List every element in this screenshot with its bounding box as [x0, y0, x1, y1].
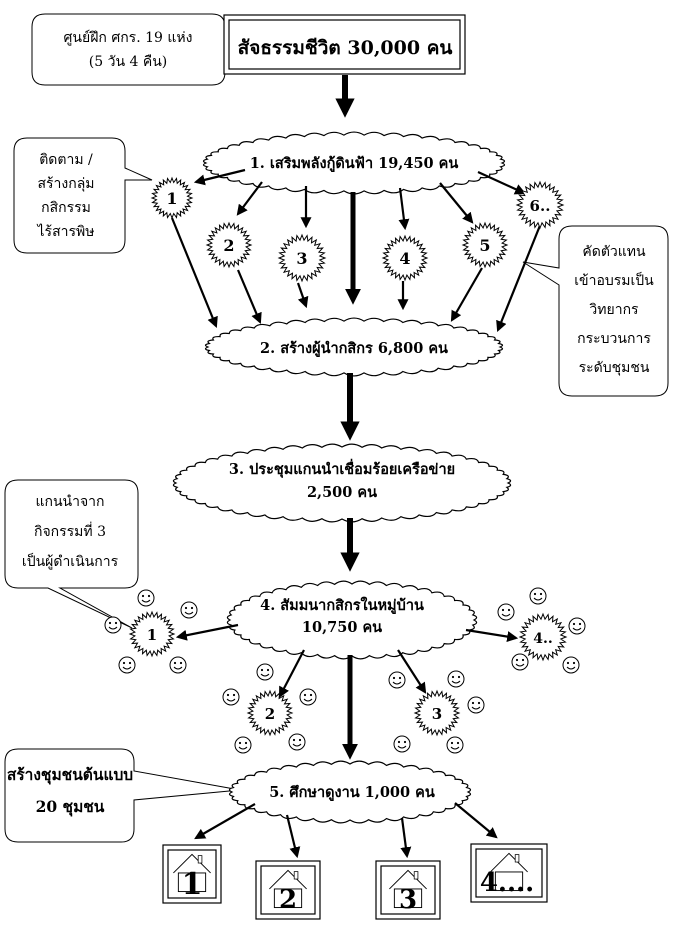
step1-shape	[202, 131, 506, 195]
smiley-icon	[222, 688, 240, 706]
smiley-icon	[447, 670, 465, 688]
house-label-1: 1	[182, 867, 203, 902]
right-note-line3: วิทยากร	[589, 302, 639, 318]
title-box: สัจธรรมชีวิต 30,000 คน	[223, 14, 466, 75]
group-burst-5	[461, 221, 509, 269]
smiley-icon	[288, 733, 306, 751]
group-label-2: 2	[223, 236, 234, 255]
step5-shape	[228, 760, 472, 824]
right-note-line4: กระบวนการ	[577, 331, 651, 347]
left-note-line3: กสิกรรม	[41, 200, 91, 216]
smiley-icon	[393, 735, 411, 753]
house-3: 3	[375, 860, 441, 920]
smiley-icon	[446, 736, 464, 754]
smiley-icon	[388, 671, 406, 689]
step5-text: 5. ศึกษาดูงาน 1,000 คน	[269, 784, 435, 801]
village-burst-4	[518, 612, 568, 662]
group-label-1: 1	[166, 189, 177, 208]
village-label-4: 4..	[533, 631, 553, 647]
step4-node: 4. สัมมนากสิกรในหมู่บ้าน 10,750 คน	[226, 580, 478, 660]
step4-line2: 10,750 คน	[302, 619, 382, 636]
smiley-icon	[299, 688, 317, 706]
step5-node: 5. ศึกษาดูงาน 1,000 คน	[228, 760, 472, 824]
top-callout-line2: (5 วัน 4 คืน)	[89, 54, 167, 70]
group-burst-2	[205, 221, 253, 269]
bottom-note-line2: 20 ชุมชน	[36, 797, 105, 817]
house-label-3: 3	[399, 885, 417, 915]
village-burst-1	[128, 610, 176, 658]
step4-line1: 4. สัมมนากสิกรในหมู่บ้าน	[260, 596, 424, 614]
step1-text: 1. เสริมพลังกู้ดินฟ้า 19,450 คน	[250, 155, 459, 172]
smiley-icon	[256, 663, 274, 681]
smiley-icon	[568, 617, 586, 635]
top-callout: ศูนย์ฝึก ศกร. 19 แห่ง (5 วัน 4 คืน)	[31, 13, 233, 86]
house-1: 1	[162, 844, 222, 904]
smiley-icon	[467, 696, 485, 714]
right-note-line2: เข้าอบรมเป็น	[574, 271, 654, 289]
group-burst-6	[515, 180, 565, 230]
step2-shape	[204, 317, 504, 377]
house-label-2: 2	[279, 885, 297, 915]
step4-arrows	[175, 623, 519, 698]
step5-arrows	[194, 802, 498, 859]
village-burst-2	[246, 689, 294, 737]
right-note-line5: ระดับชุมชน	[579, 360, 650, 376]
smiley-icon	[511, 653, 529, 671]
village-label-2: 2	[265, 705, 275, 723]
left-note-line2: สร้างกลุ่ม	[37, 176, 94, 192]
mid-note-line1: แกนนำจาก	[35, 494, 104, 510]
smiley-icon	[562, 656, 580, 674]
village-label-1: 1	[147, 626, 157, 644]
step4-groups: 1 2 3 4..	[128, 610, 568, 737]
right-note-line1: คัดตัวแทน	[582, 244, 646, 260]
bottom-note-line1: สร้างชุมชนต้นแบบ	[7, 765, 133, 785]
smiley-icon	[118, 656, 136, 674]
step1-node: 1. เสริมพลังกู้ดินฟ้า 19,450 คน	[202, 131, 506, 195]
step2-node: 2. สร้างผู้นำกสิกร 6,800 คน	[204, 317, 504, 377]
left-note-line4: ไร้สารพิษ	[37, 223, 95, 240]
step1-groups: 1 2 3 4 5 6..	[150, 176, 565, 283]
house-label-4: 4....	[480, 868, 534, 898]
smiley-icon	[234, 736, 252, 754]
village-label-3: 3	[432, 705, 442, 723]
step3-node: 3. ประชุมแกนนำเชื่อมร้อยเครือข่าย 2,500 …	[172, 443, 512, 523]
mid-note-line3: เป็นผู้ดำเนินการ	[22, 552, 119, 570]
bottom-note: สร้างชุมชนต้นแบบ 20 ชุมชน	[4, 748, 241, 843]
smiley-icon	[137, 589, 155, 607]
title-text: สัจธรรมชีวิต 30,000 คน	[238, 37, 453, 59]
house-2: 2	[255, 860, 321, 920]
group-burst-4	[381, 234, 429, 282]
left-note: ติดตาม / สร้างกลุ่ม กสิกรรม ไร้สารพิษ	[13, 137, 153, 254]
mid-note-line2: กิจกรรมที่ 3	[34, 522, 106, 540]
smiley-icon	[529, 587, 547, 605]
step1-arrows	[170, 168, 543, 333]
smiley-icon	[497, 603, 515, 621]
mid-note: แกนนำจาก กิจกรรมที่ 3 เป็นผู้ดำเนินการ	[4, 479, 139, 629]
step4-shape	[226, 580, 478, 660]
group-label-6: 6..	[530, 197, 551, 215]
group-label-5: 5	[479, 236, 490, 255]
left-note-line1: ติดตาม /	[39, 152, 93, 168]
group-burst-3	[277, 233, 327, 283]
village-burst-3	[413, 689, 461, 737]
group-label-4: 4	[399, 249, 410, 268]
house-4: 4....	[470, 843, 548, 903]
right-note: คัดตัวแทน เข้าอบรมเป็น วิทยากร กระบวนการ…	[522, 225, 669, 397]
group-label-3: 3	[296, 249, 307, 268]
step3-shape	[172, 443, 512, 523]
step3-line1: 3. ประชุมแกนนำเชื่อมร้อยเครือข่าย	[229, 458, 455, 478]
smiley-icon	[180, 601, 198, 619]
smiley-icon	[104, 616, 122, 634]
group-burst-1	[150, 176, 194, 220]
top-callout-line1: ศูนย์ฝึก ศกร. 19 แห่ง	[64, 29, 193, 46]
step2-text: 2. สร้างผู้นำกสิกร 6,800 คน	[260, 340, 448, 357]
smiley-icon	[169, 656, 187, 674]
step3-line2: 2,500 คน	[307, 484, 377, 501]
